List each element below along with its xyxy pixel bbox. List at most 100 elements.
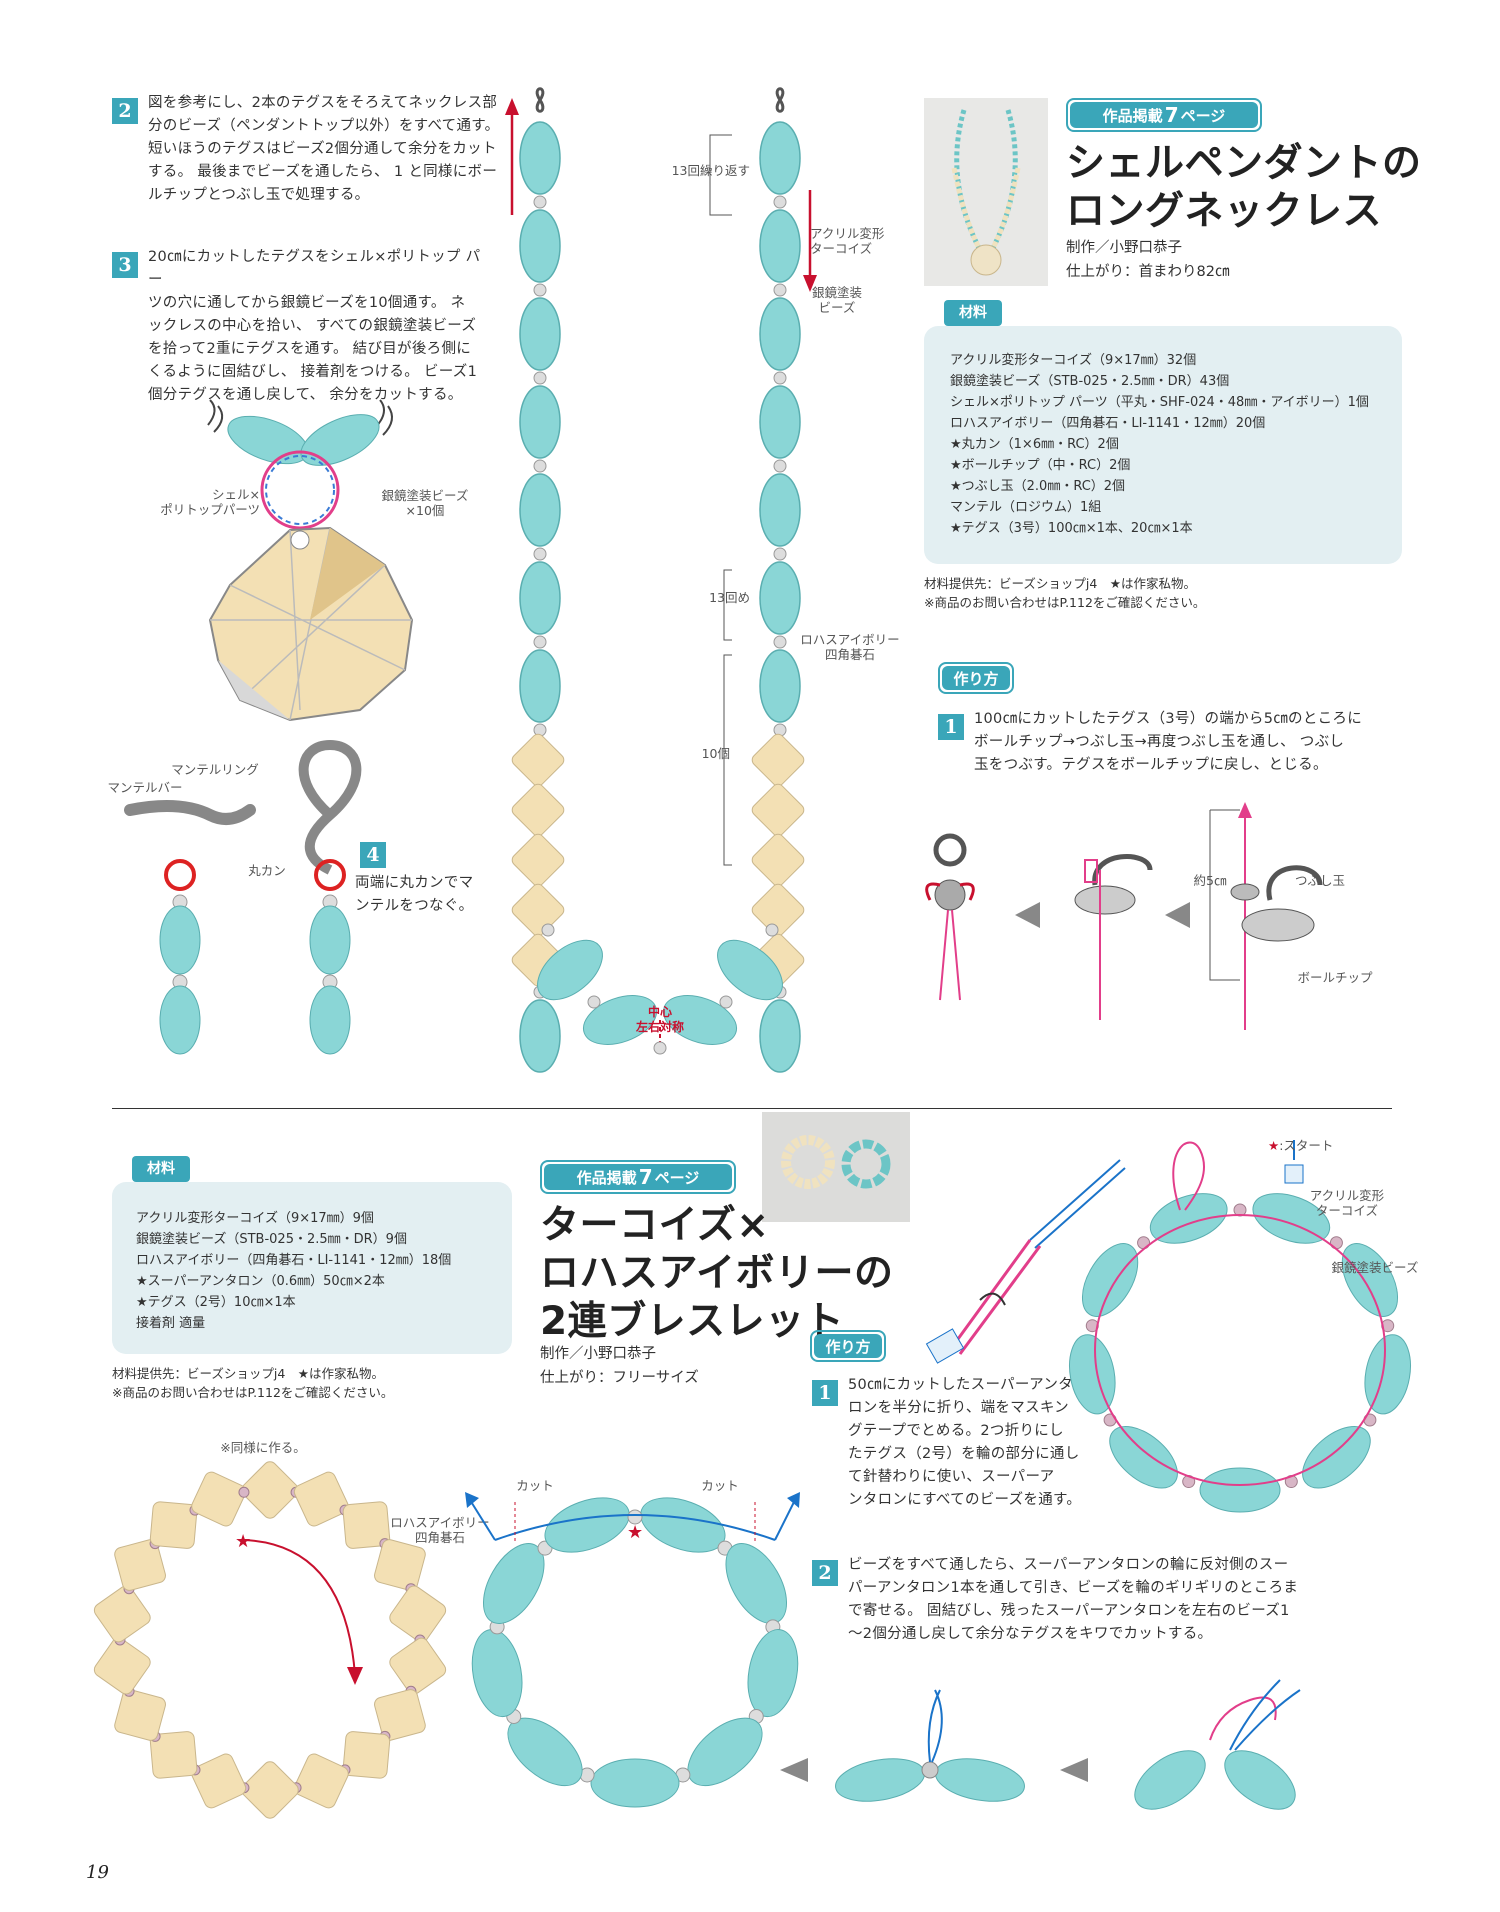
star-icon: ★ [627, 1522, 643, 1543]
bottom-step-1-text: 50㎝にカットしたスーパーアンタ ロンを半分に折り、端をマスキン グテープでとめ… [848, 1374, 1088, 1512]
bracelet-photo [762, 1112, 910, 1222]
bottom-finish: 仕上がり：フリーサイズ [540, 1370, 699, 1386]
cut-label-left: カット [516, 1478, 554, 1493]
start-label: ★:スタート [1268, 1138, 1334, 1153]
material-item: 接着剤 適量 [136, 1316, 206, 1331]
mantel-bar-label: マンテルバー [107, 780, 183, 795]
top-materials-box: アクリル変形ターコイズ（9×17㎜）32個 銀鏡塗装ビーズ（STB-025・2.… [924, 326, 1402, 564]
mantel-clasp-illustration [124, 739, 362, 1055]
label-line: ターコイズ [1315, 1203, 1379, 1218]
title-line: ターコイズ× [540, 1203, 770, 1248]
ivory-bead [93, 1637, 151, 1695]
step-4-line: ンテルをつなぐ。 [355, 898, 474, 914]
step-1-text: 100㎝にカットしたテグス（3号）の端から5㎝のところに ボールチップ→つぶし玉… [974, 708, 1394, 777]
ivory-bead [241, 1761, 299, 1819]
turquoise-bead [519, 209, 561, 283]
approx-5cm-label: 約5㎝ [1193, 873, 1227, 888]
silver-bead [238, 1486, 250, 1498]
ivory-bead [93, 1585, 151, 1643]
step-1-line: ボールチップ→つぶし玉→再度つぶし玉を通し、 つぶし [974, 734, 1345, 750]
material-item: 銀鏡塗装ビーズ（STB-025・2.5㎜・DR）9個 [136, 1232, 407, 1247]
silver-bead [533, 547, 547, 561]
step-4-line: 両端に丸カンでマ [355, 875, 474, 891]
ivory-bead [511, 733, 565, 787]
ivory-bead [342, 1501, 391, 1549]
silver-bead [533, 635, 547, 649]
ivory-bracelet-diagram: ★ [93, 1461, 447, 1819]
ivory-bead [293, 1471, 349, 1527]
turquoise-bead [1081, 1243, 1139, 1317]
ivory-bead [191, 1753, 247, 1809]
ivory-bead [751, 883, 805, 937]
material-item: ★スーパーアンタロン（0.6㎜）50㎝×2本 [136, 1274, 385, 1289]
ivory-bead [751, 733, 805, 787]
label-line: ロハスアイボリー [390, 1515, 490, 1530]
tag-prefix: 作品掲載 [1102, 106, 1163, 125]
silver-bead [773, 283, 787, 297]
ivory-bead [241, 1461, 299, 1519]
turquoise-bead [1252, 1193, 1331, 1244]
ivory-bead [751, 833, 805, 887]
top-finish: 仕上がり：首まわり82㎝ [1066, 264, 1230, 280]
turquoise-bead [537, 939, 603, 1001]
arrow-head-icon [787, 1492, 800, 1508]
top-credit: 制作／小野口恭子 [1066, 240, 1182, 256]
page-number: 19 [86, 1862, 109, 1883]
necklace-photo [924, 98, 1048, 286]
turquoise-bead [1149, 1193, 1228, 1244]
ivory-bead [511, 883, 565, 937]
mantel-ring-label: マンテルリング [171, 762, 259, 777]
turquoise-bead [687, 1717, 763, 1787]
material-item: シェル×ポリトップ パーツ（平丸・SHF-024・48㎜・アイボリー）1個 [950, 395, 1369, 410]
howto-label: 作り方 [942, 666, 1010, 690]
top-title: シェルペンダントの ロングネックレス [1066, 140, 1486, 236]
shell-pendant-illustration [207, 399, 414, 722]
ivory-bead [374, 1689, 426, 1741]
material-item: 銀鏡塗装ビーズ（STB-025・2.5㎜・DR）43個 [950, 374, 1230, 389]
material-item: ★丸カン（1×6㎜・RC）2個 [950, 437, 1119, 452]
silver-10-label: 銀鏡塗装ビーズ ×10個 [370, 488, 480, 518]
cord-line [774, 1499, 796, 1541]
title-line: ロングネックレス [1066, 189, 1383, 234]
turquoise-label: アクリル変形 ターコイズ [810, 226, 900, 256]
silver-bead [587, 995, 601, 1009]
step-2-line: ルチップとつぶし玉で処理する。 [148, 187, 370, 203]
note-line: ※商品のお問い合わせはP.112をご確認ください。 [924, 595, 1206, 610]
label-line: 四角碁石 [414, 1530, 465, 1545]
step-4-number: 4 [360, 842, 386, 868]
step-2-line: 分のビーズ（ペンダントトップ以外）をすべて通す。 [148, 118, 500, 134]
cut-label-right: カット [701, 1478, 739, 1493]
bracelet-threaded-illustration [1069, 1140, 1411, 1513]
step-3-line: ツの穴に通してから銀鏡ビーズを10個通す。 ネ [148, 295, 466, 311]
turquoise-bead [471, 1629, 523, 1718]
label-line: ロハスアイボリー [800, 632, 900, 647]
jump-ring-label: 丸カン [248, 863, 286, 878]
step-3-line: 個分テグスを通し戻して、 余分をカットする。 [148, 387, 463, 403]
silver-bead [533, 283, 547, 297]
bottom-silver-label: 銀鏡塗装ビーズ [1331, 1260, 1419, 1275]
silver-bead [773, 195, 787, 209]
ivory-bead [114, 1539, 166, 1591]
bottom-materials-box: アクリル変形ターコイズ（9×17㎜）9個 銀鏡塗装ビーズ（STB-025・2.5… [112, 1182, 512, 1354]
silver-bead [541, 923, 555, 937]
ivory-bead [389, 1637, 447, 1695]
necklace-left-strand [511, 121, 565, 1073]
turquoise-bead [1069, 1334, 1116, 1415]
title-line: シェルペンダントの [1066, 141, 1422, 186]
label-line: ビーズ [818, 300, 856, 315]
turquoise-bead [663, 995, 737, 1045]
star-icon: ★ [235, 1531, 251, 1552]
turquoise-bead [519, 385, 561, 459]
necklace-right-strand [751, 121, 805, 1073]
step-1-line: 100㎝にカットしたテグス（3号）の端から5㎝のところに [974, 711, 1363, 727]
material-item: ★テグス（3号）100㎝×1本、20㎝×1本 [950, 521, 1193, 536]
repeat-13-label: 13回繰り返す [671, 163, 750, 178]
title-line: 2連ブレスレット [540, 1299, 845, 1344]
turquoise-bead [1364, 1334, 1411, 1415]
step-3-text: 20㎝にカットしたテグスをシェル×ポリトップ パー ツの穴に通してから銀鏡ビーズ… [148, 246, 488, 407]
bottom-title: ターコイズ× ロハスアイボリーの 2連ブレスレット [540, 1202, 960, 1346]
ivory-bead [293, 1753, 349, 1809]
silver-bead [765, 923, 779, 937]
cord-line [469, 1499, 496, 1541]
ball-tip-illustration [925, 802, 1323, 1030]
